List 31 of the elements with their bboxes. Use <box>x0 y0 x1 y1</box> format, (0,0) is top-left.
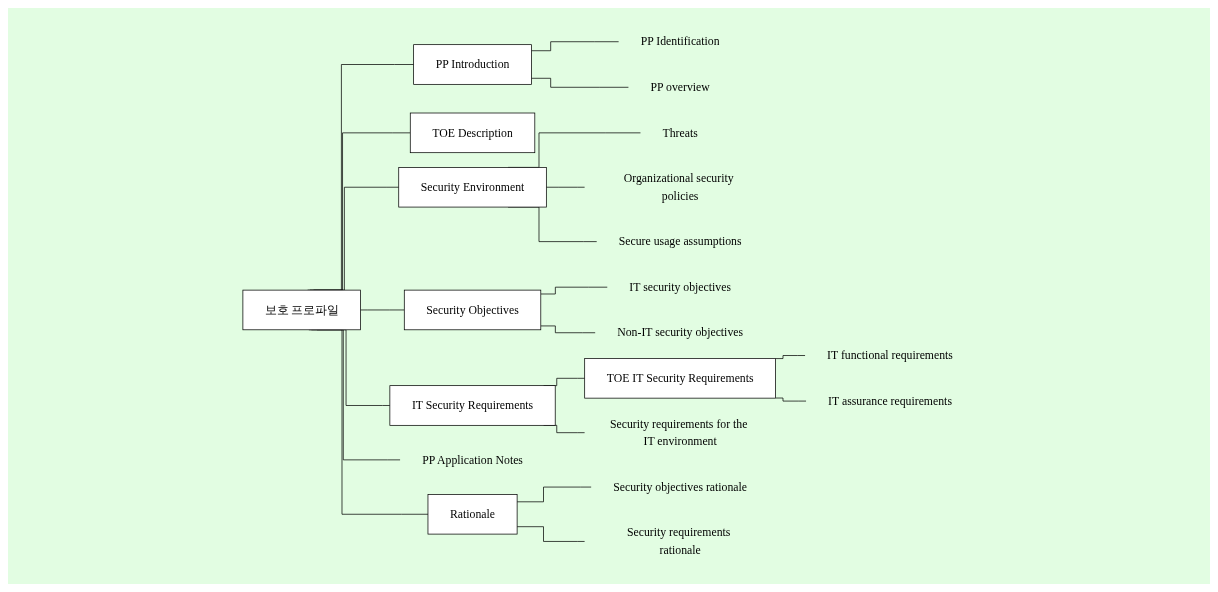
connector <box>531 77 629 88</box>
node-box: Rationale <box>427 494 518 535</box>
connector <box>531 41 620 52</box>
node-box: TOE Description <box>409 112 536 154</box>
connector <box>540 286 608 295</box>
node-text: Non-IT security objectives <box>617 326 744 339</box>
connector <box>775 355 806 359</box>
connector <box>540 325 596 334</box>
node-text: Security requirements for the IT environment <box>610 417 748 448</box>
connector <box>516 486 592 503</box>
node-box: Security Environment <box>398 167 547 208</box>
node-box: PP Introduction <box>413 44 532 85</box>
node-text: IT security objectives <box>629 280 732 294</box>
node-text: Security requirements rationale <box>626 526 731 557</box>
node-box: 보호 프로파일 <box>242 289 361 331</box>
node-text: Organizational security policies <box>623 171 734 202</box>
node-text: IT assurance requirements <box>828 394 953 407</box>
node-text: PP overview <box>650 80 710 94</box>
node-box: TOE IT Security Requirements <box>584 358 777 399</box>
connector <box>360 309 405 311</box>
node-text: IT functional requirements <box>827 348 953 362</box>
node-text: Security objectives rationale <box>613 480 748 493</box>
connector <box>775 397 807 402</box>
node-text: Secure usage assumptions <box>618 235 742 248</box>
node-box: IT Security Requirements <box>389 385 556 426</box>
connector <box>516 526 586 542</box>
node-text: PP Identification <box>640 35 720 48</box>
connector <box>546 186 586 188</box>
node-box: Security Objectives <box>404 289 542 331</box>
node-text: Threats <box>662 126 698 139</box>
node-text: PP Application Notes <box>422 453 524 466</box>
